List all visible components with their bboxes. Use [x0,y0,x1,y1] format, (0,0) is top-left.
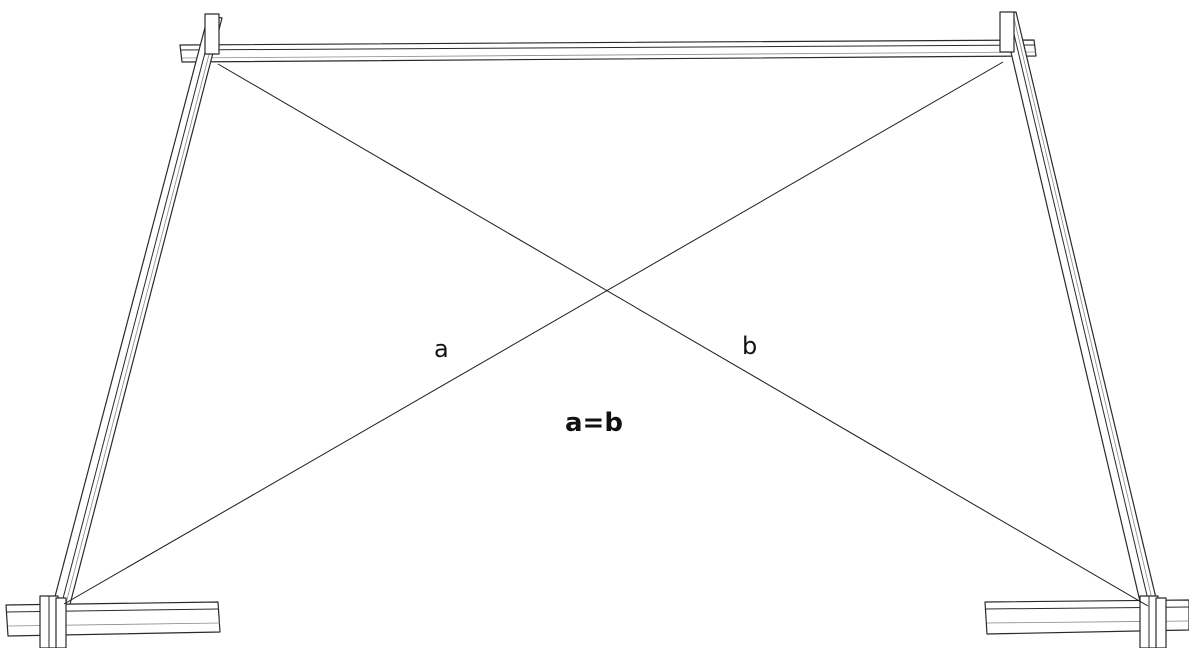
diagonal-a-label: a [434,335,449,363]
bottom-right-rail [984,595,1189,648]
left-post [51,13,223,613]
top-rail [179,39,1037,63]
equality-label: a=b [565,408,623,438]
diagonal-b-line [217,63,1149,607]
diagonal-b-label: b [742,332,758,360]
diagonal-a-line [63,61,1004,605]
bottom-left-rail [5,595,221,648]
right-post [999,11,1167,645]
